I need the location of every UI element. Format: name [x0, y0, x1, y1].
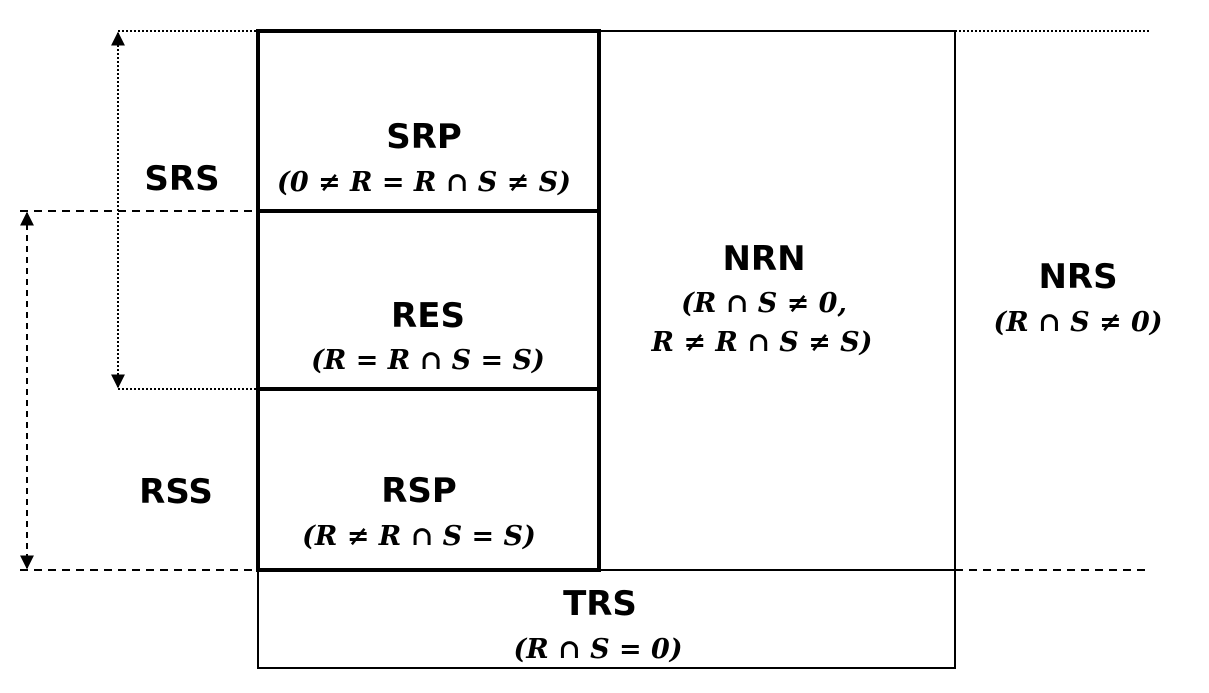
rss-label: RSS [139, 472, 213, 512]
trs-box [257, 569, 956, 669]
nrs-label: NRS [1038, 257, 1117, 297]
srs-label: SRS [144, 159, 219, 199]
trs-condition: (R ∩ S = 0) [513, 634, 682, 665]
rsp-condition: (R ≠ R ∩ S = S) [302, 521, 536, 552]
nrn-condition-line2: R ≠ R ∩ S ≠ S) [651, 327, 873, 358]
nrn-condition-line1: (R ∩ S ≠ 0, [681, 288, 847, 319]
rsp-box [256, 387, 601, 572]
trs-label: TRS [563, 584, 637, 624]
nrn-label: NRN [722, 239, 805, 279]
res-condition: (R = R ∩ S = S) [311, 345, 545, 376]
res-label: RES [391, 296, 465, 336]
rsp-label: RSP [381, 471, 457, 511]
nrs-condition: (R ∩ S ≠ 0) [993, 307, 1162, 338]
srp-label: SRP [386, 117, 462, 157]
srp-condition: (0 ≠ R = R ∩ S ≠ S) [277, 167, 571, 198]
nrs-outer-box [257, 30, 956, 571]
